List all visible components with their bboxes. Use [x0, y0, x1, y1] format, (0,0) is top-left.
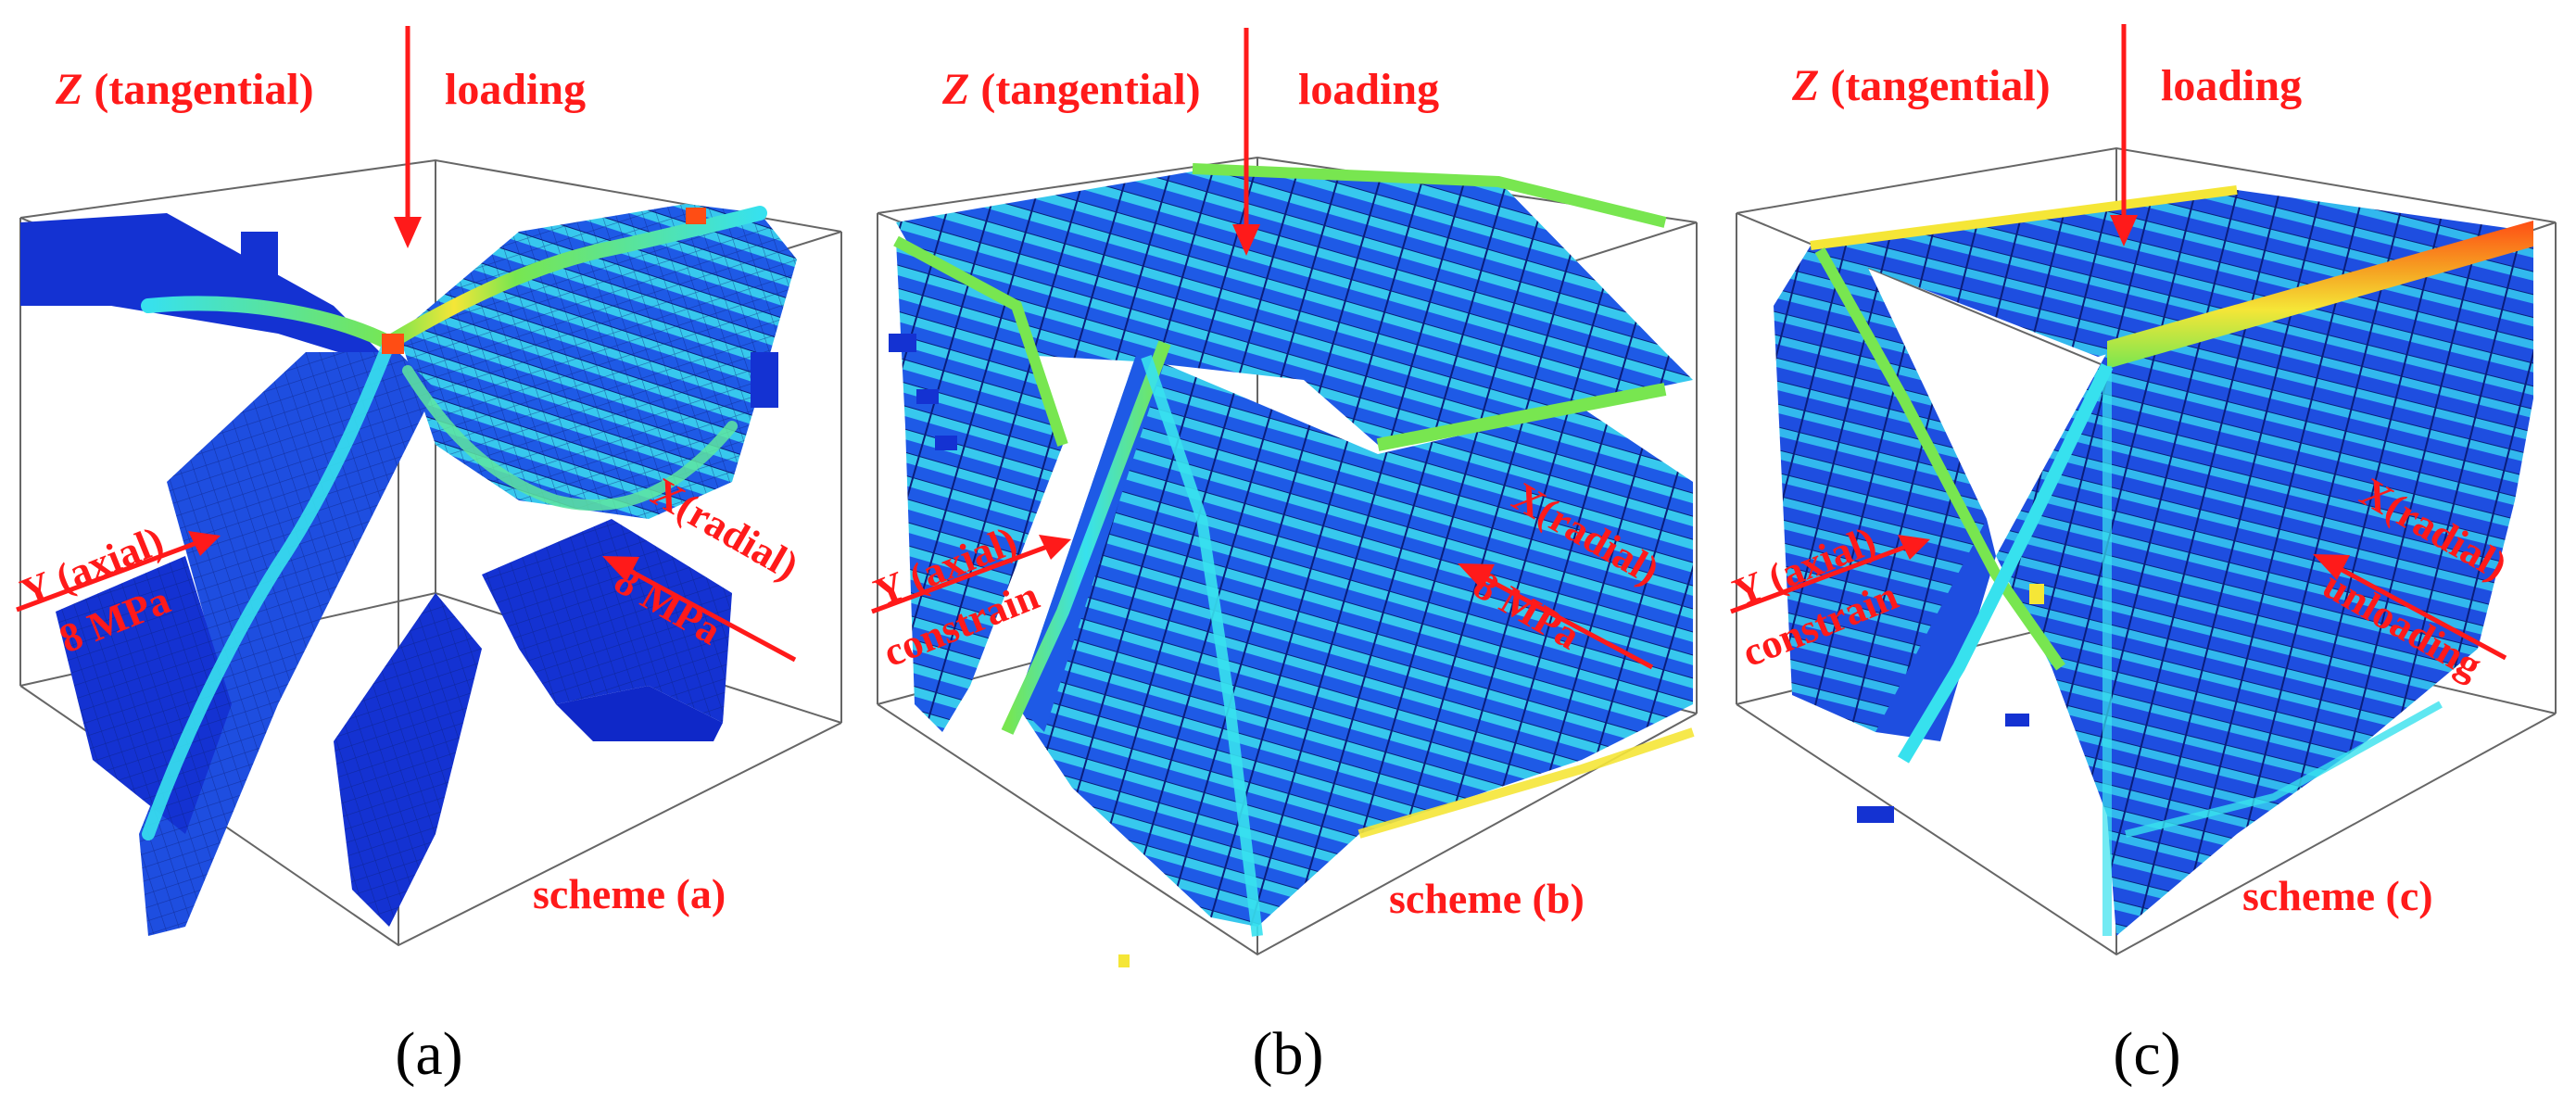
scheme-label: scheme (a) — [533, 870, 726, 917]
voxel-structure — [889, 163, 1695, 967]
z-loading-label: loading — [445, 65, 586, 114]
z-tangential-label: Z (tangential) — [55, 65, 314, 114]
arrows — [871, 28, 1654, 670]
z-loading-label: loading — [2161, 61, 2302, 110]
x-radial-arrow — [602, 556, 797, 663]
panel-c-caption: (c) — [2113, 1020, 2181, 1088]
arrows — [1730, 24, 2507, 661]
scheme-label: scheme (b) — [1389, 875, 1585, 922]
panel-b-caption: (b) — [1252, 1020, 1324, 1088]
z-loading-arrow — [2110, 24, 2138, 246]
panel-c: Z (tangential) loading Y (axial) constra… — [1718, 0, 2576, 1112]
z-loading-arrow — [394, 26, 422, 248]
z-loading-arrow — [1232, 28, 1260, 256]
arrows — [16, 26, 797, 663]
panel-a-drawing: Z (tangential) loading Y (axial) 8 MPa X… — [14, 26, 842, 947]
panel-b: Z (tangential) loading Y (axial) constra… — [859, 0, 1717, 1112]
scheme-label: scheme (c) — [2242, 872, 2433, 919]
voxel-structure — [1774, 185, 2533, 936]
panel-a-caption: (a) — [395, 1020, 463, 1088]
y-axial-arrow — [1730, 535, 1930, 614]
z-tangential-label: Z (tangential) — [1791, 61, 2051, 110]
panel-b-drawing: Z (tangential) loading Y (axial) constra… — [867, 28, 1698, 967]
z-loading-label: loading — [1298, 65, 1439, 114]
x-radial-arrow — [1458, 563, 1654, 670]
voxel-structure — [20, 204, 797, 936]
z-tangential-label: Z (tangential) — [941, 65, 1201, 114]
x-radial-arrow — [2313, 554, 2507, 661]
panel-c-drawing: Z (tangential) loading Y (axial) constra… — [1726, 24, 2557, 956]
y-axial-arrow — [871, 535, 1071, 614]
y-axial-arrow — [16, 531, 221, 613]
panel-a: Z (tangential) loading Y (axial) 8 MPa X… — [0, 0, 858, 1112]
